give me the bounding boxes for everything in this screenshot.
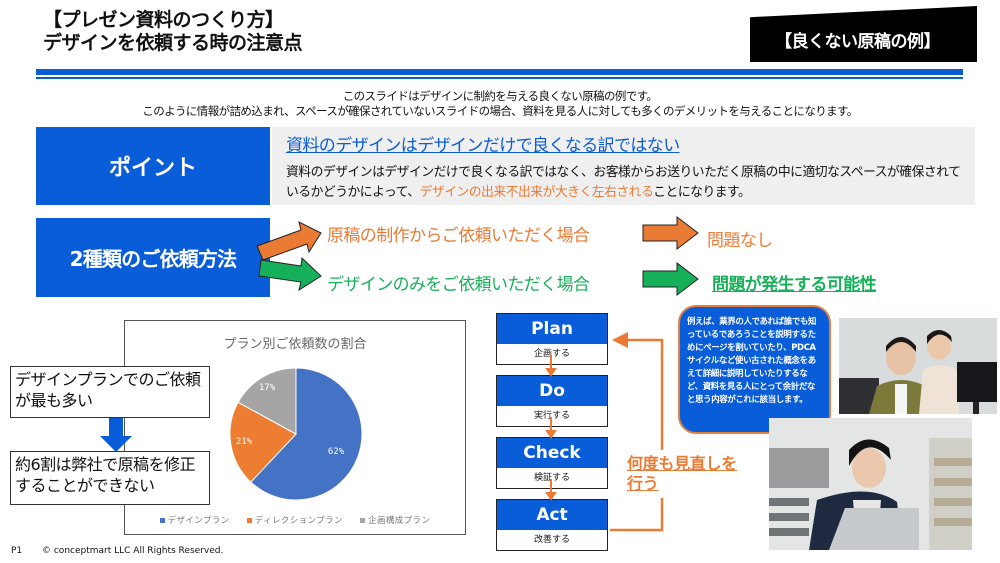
pie-chart: 62% 21% 17% [229, 367, 363, 501]
methods-label: 2種類のご依頼方法 [69, 247, 238, 271]
point-body-text: 資料のデザインはデザインだけで良くなる訳ではなく、お客様からお送りいただく原稿の… [286, 165, 961, 200]
note-cannot-fix: 約6割は弊社で原稿を修正することができない [10, 451, 210, 505]
point-heading: 資料のデザインはデザインだけで良くなる訳ではない [286, 136, 680, 156]
intro-line-1: このスライドはデザインに制約を与える良くない原稿の例です。 [342, 89, 658, 103]
method-arrows [256, 216, 699, 297]
pdca-check-desc: 検証する [533, 473, 570, 483]
arrow-down-icon [545, 492, 557, 501]
pie-slice-planning [237, 367, 297, 435]
legend-swatch-blue [159, 518, 165, 523]
method-1-result: 問題なし [707, 231, 773, 251]
legend-item-design: デザインプラン [159, 516, 230, 526]
legend-item-direction: ディレクションプラン [246, 516, 343, 526]
method-1-case: 原稿の制作からご依頼いただく場合 [327, 226, 590, 246]
office-workers-photo [839, 318, 997, 414]
legend-swatch-orange [246, 518, 252, 523]
title-line-2: デザインを依頼する時の注意点 [43, 32, 303, 54]
pdca-do-title: Do [497, 376, 607, 406]
point-label-box: ポイント [36, 127, 270, 205]
point-body-end: ことになります。 [653, 185, 751, 200]
review-line-1: 何度も見直しを [627, 454, 737, 473]
green-right-arrow-icon [642, 261, 699, 297]
intro-text: このスライドはデザインに制約を与える良くない原稿の例です。 このように情報が詰め… [0, 89, 1000, 119]
review-line-2: 行う [627, 474, 659, 493]
point-body: 資料のデザインはデザインだけで良くなる訳ではなく、お客様からお送りいただく原稿の… [286, 163, 966, 203]
down-arrow-icon [100, 418, 132, 452]
legend-item-planning: 企画構成プラン [360, 516, 430, 526]
copyright: © conceptmart LLC All Rights Reserved. [42, 546, 224, 556]
page-number: P1 [11, 546, 23, 556]
point-panel [272, 127, 975, 205]
pie-label-21: 21% [236, 437, 253, 447]
method-2-case: デザインのみをご依頼いただく場合 [327, 275, 590, 295]
chart-title: プラン別ご依頼数の割合 [223, 337, 367, 352]
pie-slice-design [250, 367, 363, 501]
example-callout: 例えば、業界の人であれば誰でも知っているであろうことを説明するためにページを割い… [678, 305, 831, 434]
loop-back-arrow-icon [612, 332, 628, 348]
pdca-check-title: Check [497, 438, 607, 468]
pdca-do-desc: 実行する [533, 411, 570, 421]
orange-diagonal-arrow-icon [256, 221, 322, 261]
office-workers-image-icon [839, 318, 997, 414]
green-diagonal-arrow-icon [258, 256, 322, 292]
legend-swatch-gray [360, 518, 366, 523]
methods-label-box: 2種類のご依頼方法 [36, 218, 270, 297]
point-label: ポイント [108, 156, 197, 181]
tired-worker-image-icon [769, 418, 972, 550]
pdca-act-title: Act [497, 500, 607, 530]
tired-worker-photo [769, 418, 972, 550]
pdca-act-desc: 改善する [533, 535, 570, 545]
header-rule-thin [36, 77, 963, 79]
header-rule-thick [36, 69, 963, 75]
arrow-down-icon [545, 368, 557, 377]
pdca-plan-desc: 企画する [533, 349, 570, 359]
pdca-act: Act 改善する [496, 499, 608, 551]
title-line-1: 【プレゼン資料のつくり方】 [43, 9, 284, 31]
orange-right-arrow-icon [642, 216, 699, 251]
legend-label-design: デザインプラン [167, 516, 230, 526]
method-2-result: 問題が発生する可能性 [712, 275, 877, 295]
point-body-highlight: デザインの出来不出来が大きく左右される [419, 185, 654, 200]
pie-label-17: 17% [259, 383, 276, 393]
pdca-plan-title: Plan [497, 314, 607, 344]
pie-slice-direction [229, 401, 297, 483]
bad-example-badge: 【良くない原稿の例】 [775, 32, 941, 52]
slide-title: 【プレゼン資料のつくり方】 デザインを依頼する時の注意点 [43, 9, 303, 55]
arrow-down-icon [545, 430, 557, 439]
legend-label-direction: ディレクションプラン [254, 516, 343, 526]
intro-line-2: このように情報が詰め込まれ、スペースが確保されていないスライドの場合、資料を見る… [142, 104, 858, 118]
pie-label-62: 62% [328, 447, 345, 457]
note-most-requests: デザインプランでのご依頼が最も多い [10, 366, 210, 418]
review-repeatedly: 何度も見直しを 行う [627, 454, 737, 494]
legend-label-planning: 企画構成プラン [368, 516, 431, 526]
chart-legend: デザインプラン ディレクションプラン 企画構成プラン [124, 514, 466, 526]
pdca-connectors [545, 332, 664, 532]
pdca-plan: Plan 企画する [496, 313, 608, 365]
